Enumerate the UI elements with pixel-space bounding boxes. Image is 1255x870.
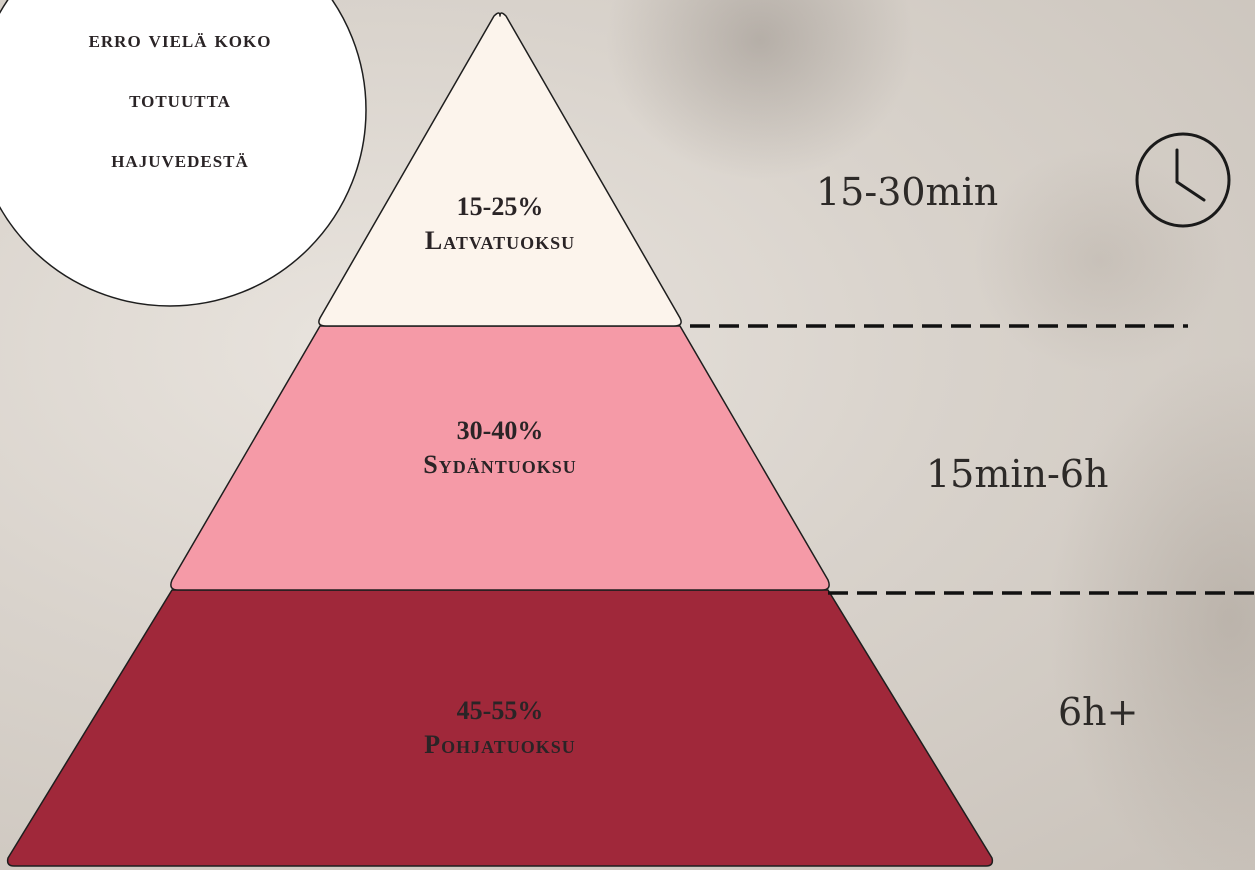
callout-line-3: hajuvedestä [111, 147, 249, 173]
tier-top-label: 15-25% Latvatuoksu [250, 190, 750, 258]
callout-line-2: totuutta [129, 87, 231, 113]
duration-heart: 15min-6h [926, 452, 1109, 496]
tier-base-label: 45-55% Pohjatuoksu [250, 694, 750, 762]
clock-icon [1135, 132, 1231, 228]
duration-base: 6h+ [1058, 690, 1139, 734]
tier-base-shape [6, 589, 994, 867]
tier-top-shape [318, 12, 682, 327]
duration-top: 15-30min [816, 170, 999, 214]
tier-heart-percent: 30-40% [456, 416, 544, 445]
callout-line-1: erro vielä koko [88, 27, 272, 53]
tier-heart-name: Sydäntuoksu [423, 450, 577, 479]
callout-text: erro vielä koko totuutta hajuvedestä [0, 10, 380, 190]
tier-base-name: Pohjatuoksu [424, 730, 576, 759]
tier-top-name: Latvatuoksu [424, 226, 576, 255]
tier-heart-label: 30-40% Sydäntuoksu [250, 414, 750, 482]
tier-top-percent: 15-25% [456, 192, 544, 221]
tier-base-percent: 45-55% [456, 696, 544, 725]
callout-bubble [0, 0, 367, 307]
tier-heart-shape [170, 325, 830, 591]
